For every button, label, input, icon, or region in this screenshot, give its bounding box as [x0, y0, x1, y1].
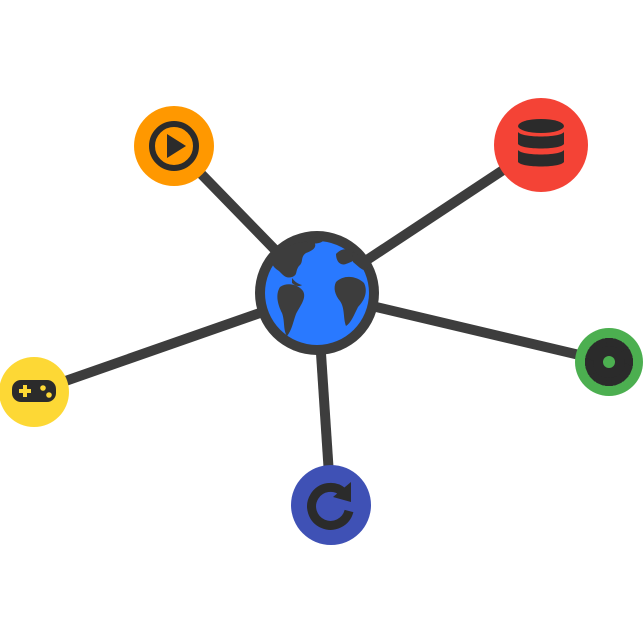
play-icon — [149, 121, 199, 171]
node-media[interactable] — [134, 106, 214, 186]
gamepad-icon — [12, 380, 56, 402]
node-settings[interactable] — [575, 328, 643, 396]
gear-icon — [585, 338, 633, 386]
node-database[interactable] — [494, 98, 588, 192]
hub-globe[interactable] — [255, 231, 379, 355]
database-icon — [518, 119, 564, 167]
globe-icon — [272, 237, 368, 336]
node-sync[interactable] — [291, 465, 371, 545]
node-gaming[interactable] — [0, 357, 69, 427]
refresh-icon — [307, 482, 354, 530]
